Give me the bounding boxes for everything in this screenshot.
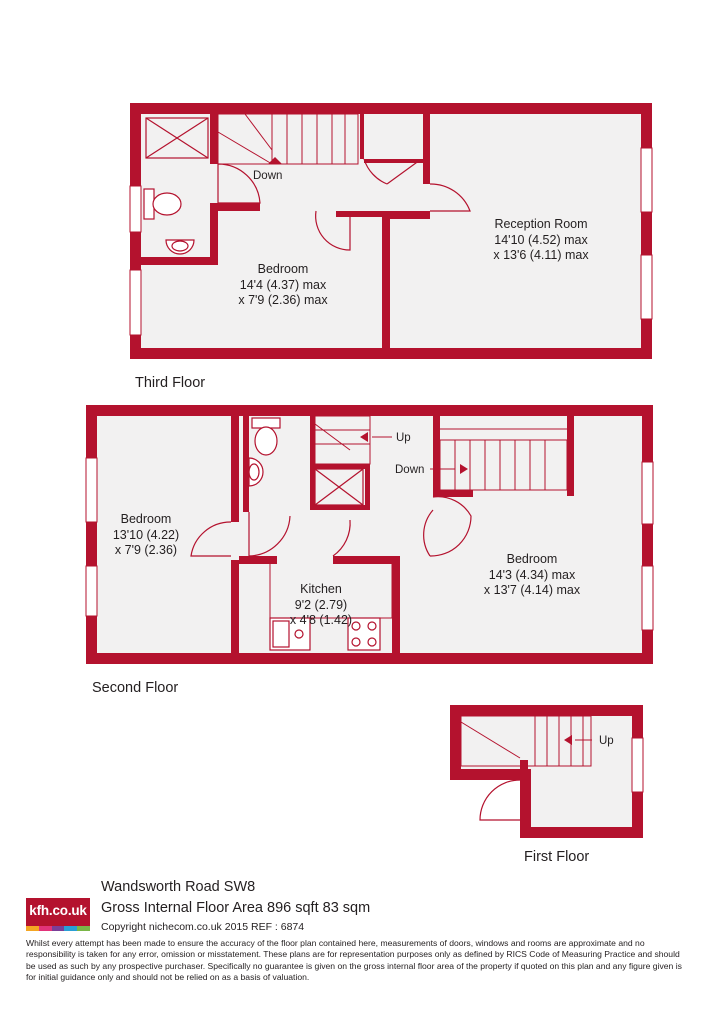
second-floor-plan: Up Down Bedroom 13'10 (4.22) x 7'9 (2.36… bbox=[85, 405, 654, 696]
kitchen-name: Kitchen bbox=[300, 582, 342, 596]
door-swing bbox=[217, 158, 471, 251]
copyright: Copyright nichecom.co.uk 2015 REF : 6874 bbox=[101, 921, 305, 933]
window bbox=[631, 737, 644, 793]
basin-icon bbox=[165, 239, 195, 255]
kfh-logo: kfh.co.uk bbox=[26, 898, 90, 932]
third-floor-stairs bbox=[217, 113, 359, 165]
first-floor-label: First Floor bbox=[524, 849, 589, 865]
floor-area: Gross Internal Floor Area 896 sqft 83 sq… bbox=[101, 900, 371, 916]
third-floor-interior bbox=[141, 114, 641, 348]
basin-icon bbox=[248, 457, 264, 487]
window bbox=[640, 254, 653, 320]
window bbox=[85, 565, 98, 617]
kitchen-dim1: 9'2 (2.79) bbox=[295, 598, 347, 612]
reception-room-name: Reception Room bbox=[494, 217, 587, 231]
window bbox=[129, 269, 142, 336]
reception-room-dim2: x 13'6 (4.11) max bbox=[493, 248, 589, 262]
bedroom-left-dim1: 13'10 (4.22) bbox=[113, 528, 179, 542]
bedroom-right-dim2: x 13'7 (4.14) max bbox=[484, 583, 581, 597]
bedroom-right-name: Bedroom bbox=[507, 552, 558, 566]
bedroom-right-dim1: 14'3 (4.34) max bbox=[489, 568, 576, 582]
first-floor-plan: Up First Floor bbox=[450, 705, 644, 865]
bedroom-left-dim2: x 7'9 (2.36) bbox=[115, 543, 177, 557]
bedroom-dim2: x 7'9 (2.36) max bbox=[238, 293, 328, 307]
door-swing bbox=[190, 496, 472, 557]
logo-text: kfh.co.uk bbox=[29, 903, 87, 918]
property-address: Wandsworth Road SW8 bbox=[101, 879, 256, 895]
disclaimer: Whilst every attempt has been made to en… bbox=[26, 938, 682, 983]
stair-down-label: Down bbox=[253, 170, 282, 182]
shower-icon bbox=[314, 468, 364, 506]
bedroom-dim1: 14'4 (4.37) max bbox=[240, 278, 327, 292]
arrow-down-icon bbox=[460, 464, 468, 474]
window bbox=[129, 185, 142, 233]
stair-up-label: Up bbox=[599, 735, 614, 747]
floor-plan: Down Reception Room 14'10 (4.52) max x 1… bbox=[85, 103, 654, 865]
arrow-down-icon bbox=[268, 157, 282, 164]
shower-icon bbox=[145, 117, 209, 159]
window bbox=[641, 565, 654, 631]
reception-room-dim1: 14'10 (4.52) max bbox=[494, 233, 588, 247]
logo-stripes bbox=[26, 926, 90, 931]
arrow-up-icon bbox=[564, 735, 572, 745]
logo-box bbox=[26, 898, 90, 926]
window bbox=[85, 457, 98, 523]
second-floor-label: Second Floor bbox=[92, 680, 178, 696]
door-swing bbox=[479, 779, 521, 821]
window bbox=[641, 461, 654, 525]
third-floor-plan: Down Reception Room 14'10 (4.52) max x 1… bbox=[129, 103, 653, 391]
window bbox=[640, 147, 653, 213]
toilet-icon bbox=[251, 417, 281, 456]
kitchen-dim2: x 4'8 (1.42) bbox=[290, 613, 352, 627]
arrow-up-icon bbox=[360, 432, 368, 442]
hob-icon bbox=[347, 617, 381, 651]
second-floor-stairs bbox=[314, 415, 568, 491]
kitchen-sink-icon bbox=[269, 617, 311, 651]
toilet-icon bbox=[143, 188, 182, 220]
stair-down-label: Down bbox=[395, 464, 424, 476]
third-floor-label: Third Floor bbox=[135, 375, 205, 391]
bedroom-name: Bedroom bbox=[258, 262, 309, 276]
stair-up-label: Up bbox=[396, 432, 411, 444]
first-floor-interior bbox=[461, 716, 632, 827]
bedroom-left-name: Bedroom bbox=[121, 512, 172, 526]
